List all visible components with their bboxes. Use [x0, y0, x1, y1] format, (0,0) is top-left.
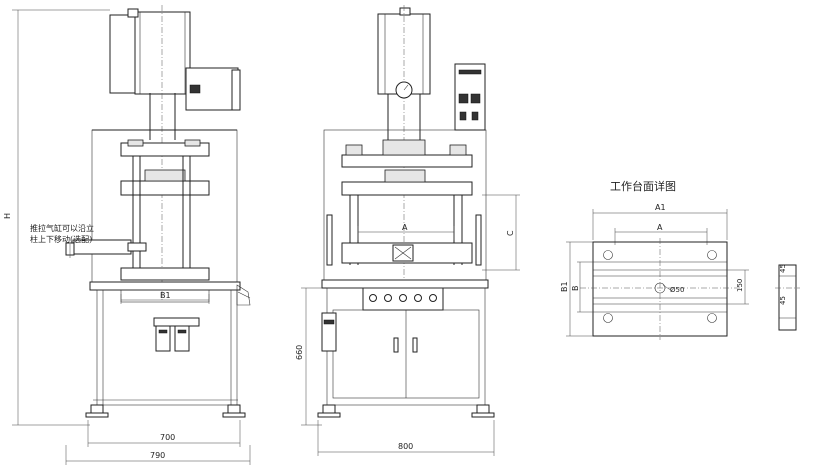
table-detail-title: 工作台面详图	[610, 179, 676, 193]
front-elevation-view	[317, 5, 495, 418]
dim-b1-detail-label: B1	[560, 281, 569, 292]
center-hole-label: Ø50	[670, 286, 684, 294]
dim-a1-label: A1	[655, 203, 666, 212]
dim-b1-label: B1	[160, 291, 171, 300]
side-profile-bottom-label: 45	[779, 296, 787, 305]
dimension-a-front: A	[357, 223, 455, 240]
table-side-profile: 45 45	[775, 264, 800, 331]
dim-660-label: 660	[295, 345, 304, 360]
dimension-c: C	[482, 194, 520, 271]
dimension-700: 700	[87, 420, 241, 447]
dim-150-label: 150	[736, 279, 744, 292]
table-detail: 工作台面详图 A1 A Ø50 B1	[560, 179, 749, 340]
dim-b-detail-label: B	[571, 286, 580, 292]
push-cylinder-note: 推拉气缸可以沿立 柱上下移动(选配)	[30, 223, 94, 258]
side-profile-top-label: 45	[779, 264, 787, 273]
dim-a-detail-label: A	[657, 223, 663, 232]
dim-700-label: 700	[160, 433, 175, 442]
dimension-790: 790	[65, 445, 251, 465]
note-line-2: 柱上下移动(选配)	[30, 234, 92, 244]
dim-c-label: C	[506, 230, 515, 236]
dim-h-label: H	[3, 213, 12, 219]
note-line-1: 推拉气缸可以沿立	[30, 223, 94, 233]
dimension-660: 660	[295, 287, 322, 426]
dimension-b1-left: B1	[120, 291, 210, 304]
dimension-h: H	[3, 9, 110, 426]
dim-a-front-label: A	[402, 223, 408, 232]
side-elevation-view	[65, 5, 251, 418]
dim-800-label: 800	[398, 442, 413, 451]
dim-790-label: 790	[150, 451, 165, 460]
dimension-800: 800	[317, 420, 495, 456]
